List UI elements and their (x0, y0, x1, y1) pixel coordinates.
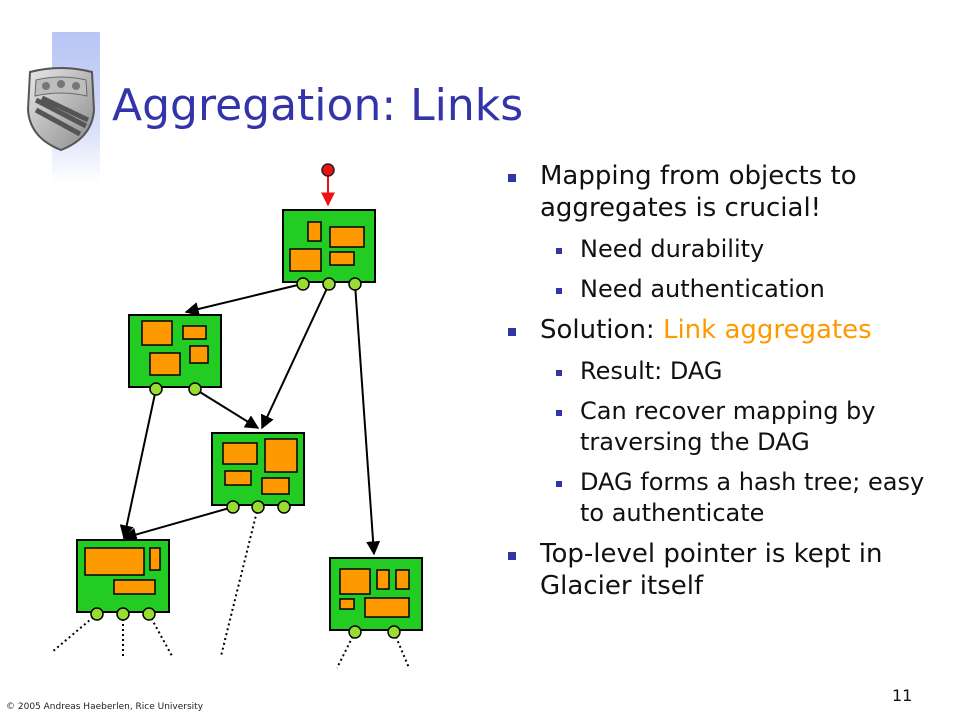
sub-bullet-durability: Need durability (500, 234, 940, 265)
edge-left-to-middle (194, 388, 260, 429)
rice-university-shield-icon (26, 67, 96, 152)
footer-credit: © 2005 Andreas Haeberlen, Rice Universit… (6, 702, 204, 712)
edge-middle-to-bottomleft (122, 506, 234, 542)
solution-prefix: Solution: (540, 315, 663, 345)
edge-top-to-middle (260, 283, 330, 430)
bullet-solution: Solution: Link aggregates (500, 314, 940, 346)
bullet-top-level-pointer: Top-level pointer is kept in Glacier its… (500, 538, 940, 602)
dag-edges (119, 283, 381, 556)
aggregate-node-top (282, 209, 376, 291)
bullet-mapping: Mapping from objects to aggregates is cr… (500, 160, 940, 224)
edge-left-to-bottomleft (119, 388, 157, 540)
root-pointer (321, 163, 335, 207)
bullet-list: Mapping from objects to aggregates is cr… (500, 160, 940, 612)
edge-top-to-right (354, 283, 381, 556)
sub-bullet-authentication: Need authentication (500, 274, 940, 305)
aggregate-dag-diagram (51, 163, 423, 669)
slide-title: Aggregation: Links (112, 80, 524, 131)
slide-number: 11 (892, 686, 913, 705)
sub-bullet-hash-tree: DAG forms a hash tree; easy to authentic… (500, 467, 940, 529)
solution-highlight: Link aggregates (662, 315, 872, 345)
sub-bullet-recover-mapping: Can recover mapping by traversing the DA… (500, 396, 940, 458)
edge-top-to-left (184, 283, 303, 316)
aggregate-node-bottom-right (329, 557, 423, 639)
sub-bullet-result-dag: Result: DAG (500, 356, 940, 387)
aggregate-node-left (128, 314, 222, 396)
aggregate-node-middle (211, 432, 305, 514)
aggregate-node-bottom-left (76, 539, 170, 621)
